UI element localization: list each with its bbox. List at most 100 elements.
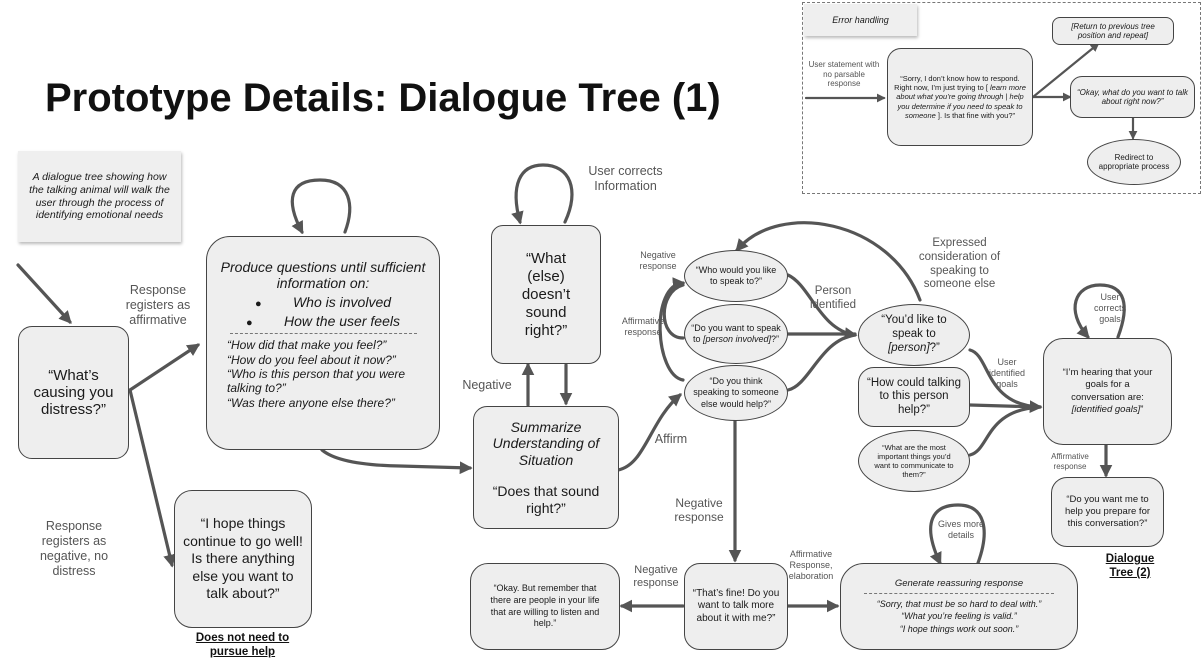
- youd-prefix: “You’d like to speak to: [881, 314, 947, 341]
- node-reassuring: Generate reassuring response “Sorry, tha…: [840, 563, 1078, 650]
- label-negative-response-3: Negative response: [626, 564, 686, 590]
- label-affirmative-response-2-text: Affirmative response: [1051, 452, 1089, 471]
- error-handling-panel: [802, 2, 1201, 194]
- return-prev-text: [Return to previous tree position and re…: [1071, 22, 1155, 40]
- label-affirmative-response-2: Affirmative response: [1040, 452, 1100, 471]
- label-user-identified-goals-text: User identified goals: [988, 357, 1026, 389]
- node-thats-fine: “That’s fine! Do you want to talk more a…: [684, 563, 788, 650]
- hearing-goals-text: “I’m hearing that your goals for a conve…: [1058, 367, 1157, 416]
- node-redirect: Redirect to appropriate process: [1087, 139, 1181, 185]
- label-expressed-text: Expressed consideration of speaking to s…: [918, 237, 1001, 291]
- label-user-corrects-goals-text: User corrects goals: [1093, 292, 1126, 324]
- label-expressed: Expressed consideration of speaking to s…: [912, 237, 1007, 292]
- summarize-title: Summarize Understanding of Situation: [492, 418, 600, 469]
- arrow-produce-to-summarize: [320, 448, 473, 475]
- error-handling-tab-label: Error handling: [832, 15, 889, 25]
- label-gives-details-text: Gives more details: [938, 519, 985, 540]
- label-negative-response-1-text: Negative response: [639, 250, 677, 271]
- label-affirmative-response: Affirmative response: [612, 316, 674, 338]
- loop-affirmative: [662, 283, 685, 340]
- label-negative-response-1: Negative response: [630, 250, 686, 272]
- node-return-previous: [Return to previous tree position and re…: [1052, 17, 1174, 45]
- label-negative: Negative: [456, 378, 518, 393]
- thats-fine-text: “That’s fine! Do you want to talk more a…: [692, 587, 780, 624]
- youd-person: [person]: [888, 341, 930, 354]
- sorry-prefix: “Sorry, I don’t know how to respond. Rig…: [894, 73, 1020, 92]
- node-okay-remember: “Okay. But remember that there are peopl…: [470, 563, 620, 650]
- do-you-think-text: “Do you think speaking to someone else w…: [693, 376, 779, 409]
- dyw-person: [person involved]: [702, 334, 772, 344]
- label-negative-response-2: Negative response: [666, 496, 732, 525]
- label-user-corrects-info-text: User corrects Information: [588, 164, 663, 193]
- redirect-text: Redirect to appropriate process: [1098, 153, 1170, 171]
- reassure-divider: [863, 593, 1055, 595]
- label-affirm-elaboration: Affirmative Response, elaboration: [782, 549, 840, 581]
- produce-divider: [229, 333, 417, 335]
- label-resp-negative: Response registers as negative, no distr…: [30, 519, 118, 579]
- label-resp-affirm-text: Response registers as affirmative: [125, 283, 191, 327]
- produce-example: “Who is this person that you were talkin…: [227, 366, 406, 396]
- sorry-options: learn more about what you’re going throu…: [896, 82, 1026, 121]
- goals-prefix: “I’m hearing that your goals for a conve…: [1062, 366, 1153, 403]
- label-resp-affirm: Response registers as affirmative: [118, 283, 198, 328]
- caption-tree-2-text: Dialogue Tree (2): [1105, 553, 1155, 579]
- node-youd-like: “You’d like to speak to [person]?”: [858, 304, 970, 366]
- label-affirm-text: Affirm: [654, 432, 688, 446]
- what-talk-text: “Okay, what do you want to talk about ri…: [1077, 88, 1189, 106]
- how-could-text: “How could talking to this person help?”: [867, 377, 961, 416]
- arrow-goals-c: [968, 405, 1042, 457]
- goals-var: [identified goals]: [1071, 403, 1141, 415]
- node-summarize: Summarize Understanding of Situation “Do…: [473, 406, 619, 529]
- node-what-else: “What (else) doesn’t sound right?”: [491, 225, 601, 364]
- sorry-suffix: ]. Is that fine with you?”: [937, 111, 1016, 121]
- arrow-expressed: [735, 221, 922, 302]
- label-affirm: Affirm: [648, 432, 694, 447]
- node-how-could: “How could talking to this person help?”: [858, 367, 970, 427]
- label-affirmative-response-text: Affirmative response: [621, 316, 665, 337]
- node-what-talk: “Okay, what do you want to talk about ri…: [1070, 76, 1195, 118]
- summarize-question: “Does that sound right?”: [492, 482, 600, 516]
- youd-suffix: ?”: [929, 341, 940, 354]
- node-hope-things: “I hope things continue to go well! Is t…: [174, 490, 312, 628]
- arrow-goals-b: [968, 403, 1042, 409]
- label-gives-details: Gives more details: [938, 519, 984, 541]
- error-handling-tab: Error handling: [804, 4, 917, 36]
- description-text: A dialogue tree showing how the talking …: [29, 171, 170, 222]
- arrow-who-to-youd: [786, 273, 858, 340]
- goals-self-loop: [1073, 283, 1126, 339]
- prepare-text: “Do you want me to help you prepare for …: [1064, 494, 1151, 529]
- label-unparsable-text: User statement with no parsable response: [808, 60, 880, 89]
- entry-arrow: [16, 263, 72, 324]
- reassure-line: “Sorry, that must be so hard to deal wit…: [876, 599, 1042, 610]
- what-important-text: “What are the most important things you’…: [874, 443, 954, 479]
- label-user-corrects-goals: User corrects goals: [1085, 292, 1135, 324]
- whats-causing-text: “What’s causing you distress?”: [33, 366, 114, 419]
- node-hearing-goals: “I’m hearing that your goals for a conve…: [1043, 338, 1172, 445]
- caption-no-help: Does not need to pursue help: [180, 632, 305, 660]
- what-else-text: “What (else) doesn’t sound right?”: [521, 249, 571, 339]
- label-unparsable: User statement with no parsable response: [806, 60, 882, 89]
- node-who-speak: “Who would you like to speak to?”: [684, 250, 788, 302]
- label-user-identified-goals: User identified goals: [984, 357, 1030, 389]
- node-sorry: “Sorry, I don’t know how to respond. Rig…: [887, 48, 1033, 146]
- reassure-self-loop: [929, 503, 986, 566]
- caption-no-help-text: Does not need to pursue help: [195, 632, 290, 658]
- produce-self-loop: [290, 178, 352, 235]
- page-title: Prototype Details: Dialogue Tree (1): [45, 76, 721, 120]
- youd-like-text: “You’d like to speak to [person]?”: [865, 314, 963, 355]
- sorry-text: “Sorry, I don’t know how to respond. Rig…: [894, 74, 1026, 121]
- arrow-affirm: [616, 393, 682, 472]
- node-produce-questions: Produce questions until sufficient infor…: [206, 236, 440, 450]
- label-affirm-elaboration-text: Affirmative Response, elaboration: [788, 549, 834, 581]
- arrow-to-hope: [128, 388, 176, 568]
- dyw-suffix: ?”: [771, 334, 780, 344]
- label-negative-response-2-text: Negative response: [674, 496, 724, 525]
- reassure-title: Generate reassuring response: [894, 578, 1024, 590]
- arrow-to-produce: [128, 343, 201, 392]
- label-resp-negative-text: Response registers as negative, no distr…: [39, 519, 109, 578]
- who-speak-text: “Who would you like to speak to?”: [695, 264, 777, 286]
- produce-example: “How did that make you feel?”: [227, 338, 387, 353]
- arrow-dyt-to-youd: [786, 333, 857, 392]
- loop-negative: [658, 277, 686, 382]
- label-person-identified-text: Person identified: [809, 285, 857, 311]
